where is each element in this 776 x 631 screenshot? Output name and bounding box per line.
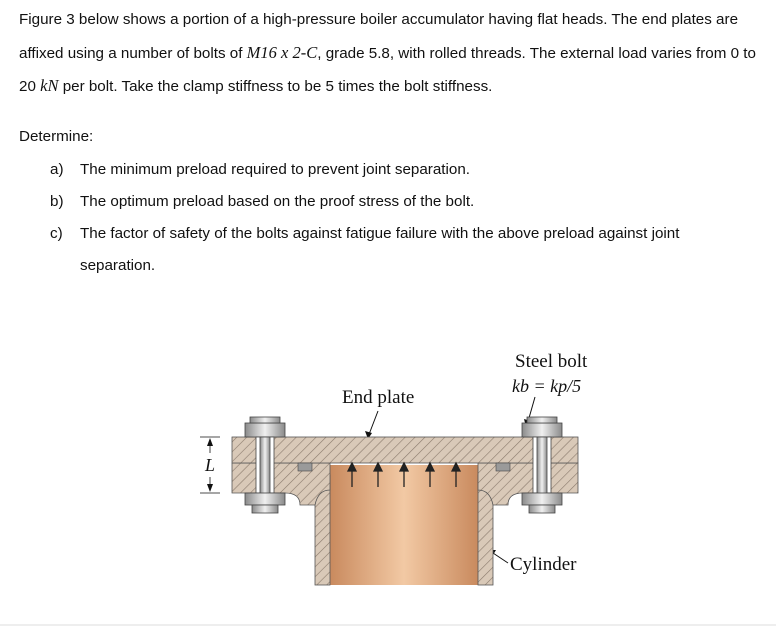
determine-heading: Determine: <box>19 128 94 145</box>
question-label: b) <box>50 193 64 210</box>
question-text: The minimum preload required to prevent … <box>80 161 471 178</box>
problem-text-1: Figure 3 below shows a portion of a high… <box>19 11 739 62</box>
question-text: The factor of safety of the bolts agains… <box>80 225 680 274</box>
bolt-left <box>244 416 286 514</box>
cylinder-label: Cylinder <box>510 554 577 575</box>
bolt-spec: M16 x 2-C <box>246 42 318 62</box>
boiler-joint-diagram: End plate Steel bolt kb = kp/5 Cylinder <box>200 351 588 586</box>
stiffness-label: kb = kp/5 <box>512 376 581 396</box>
question-item: a) The minimum preload required to preven… <box>50 154 750 186</box>
pressure-arrows <box>346 461 462 487</box>
problem-text-2: , grade 5.8, with rolled threads. The ex… <box>19 44 756 96</box>
gasket-left <box>297 462 313 472</box>
question-item: b) The optimum preload based on the proof… <box>50 186 750 218</box>
end-plate-arrowhead <box>365 431 372 439</box>
question-label: a) <box>50 161 64 178</box>
problem-text-3: per bolt. Take the clamp stiffness to be… <box>58 78 493 95</box>
end-plate <box>231 436 579 464</box>
question-item: c) The factor of safety of the bolts agai… <box>50 218 750 282</box>
length-label: L <box>204 455 215 475</box>
bottom-divider <box>0 624 776 626</box>
question-list: a) The minimum preload required to preven… <box>50 154 750 282</box>
bolt-right <box>521 416 563 514</box>
load-unit: kN <box>40 76 59 95</box>
question-label: c) <box>50 225 63 242</box>
gasket-right <box>495 462 511 472</box>
length-dimension <box>200 436 220 494</box>
boiler-figure: End plate Steel bolt kb = kp/5 Cylinder <box>190 345 610 600</box>
problem-statement: Figure 3 below shows a portion of a high… <box>19 4 764 104</box>
end-plate-label: End plate <box>342 387 414 408</box>
question-text: The optimum preload based on the proof s… <box>80 193 475 210</box>
steel-bolt-label: Steel bolt <box>515 351 588 372</box>
